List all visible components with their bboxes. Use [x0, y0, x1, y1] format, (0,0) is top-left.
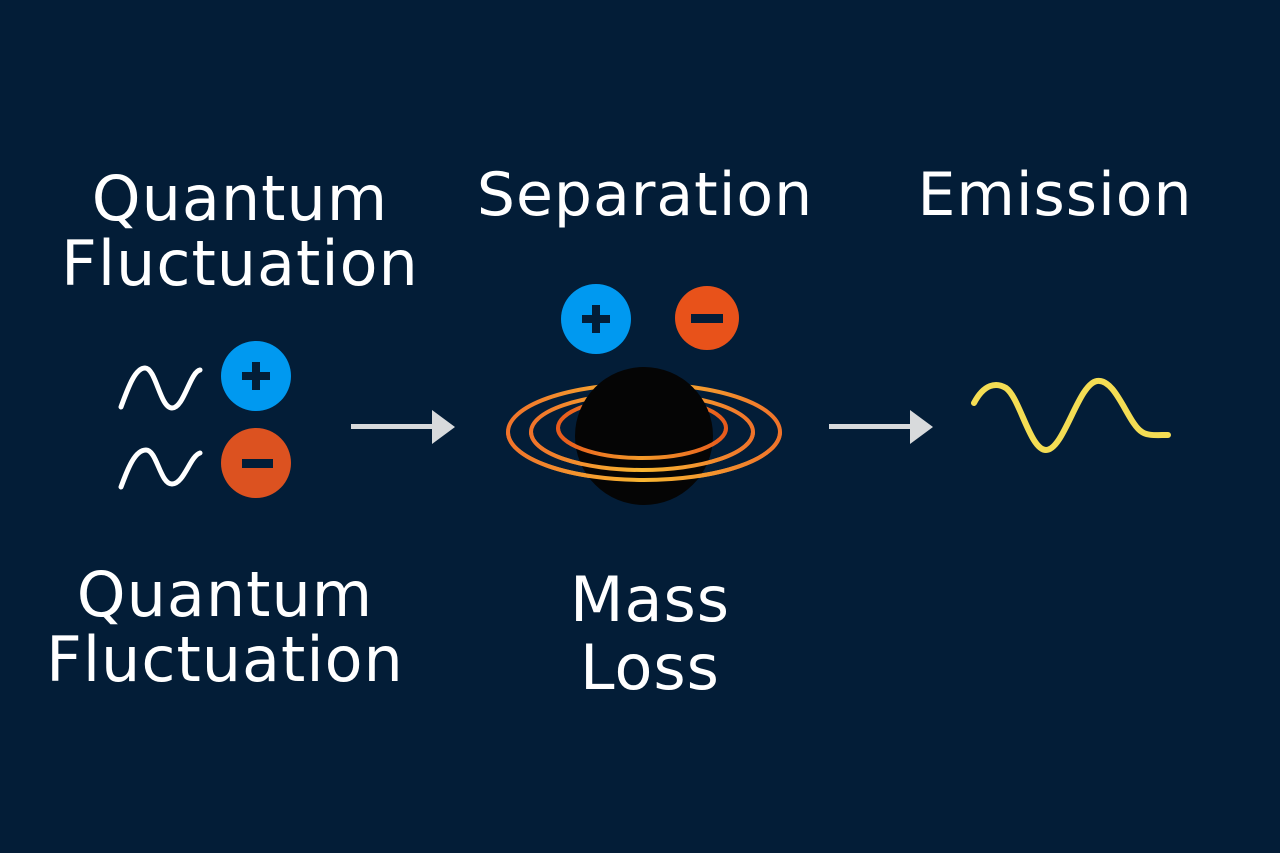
positive-particle-icon [561, 284, 631, 354]
emission-wave-icon [971, 378, 1171, 454]
negative-particle-icon [675, 286, 739, 350]
positive-particle-icon [221, 341, 291, 411]
stage-caption-quantum-fluctuation: Quantum Fluctuation [25, 562, 425, 692]
caption-line: Fluctuation [46, 623, 404, 697]
stage-heading-quantum-fluctuation: Quantum Fluctuation [40, 166, 440, 296]
caption-line: Mass [569, 563, 731, 636]
wave-icon [118, 365, 203, 411]
arrow-right-icon [829, 410, 933, 444]
accretion-ring-front [506, 427, 782, 482]
caption-line: Loss [580, 631, 720, 705]
caption-line: Quantum [76, 558, 374, 631]
heading-line: Separation [476, 160, 814, 230]
wave-icon [118, 447, 203, 490]
stage-heading-emission: Emission [900, 164, 1210, 227]
heading-line: Quantum [91, 162, 389, 235]
stage-heading-separation: Separation [460, 164, 830, 227]
negative-particle-icon [221, 428, 291, 498]
virtual-pair-group [118, 341, 291, 498]
heading-line: Emission [917, 160, 1193, 230]
heading-line: Fluctuation [61, 227, 419, 301]
arrow-right-icon [351, 410, 455, 444]
black-hole-icon [575, 367, 713, 505]
separation-group [506, 284, 782, 505]
stage-caption-mass-loss: Mass Loss [540, 563, 760, 705]
